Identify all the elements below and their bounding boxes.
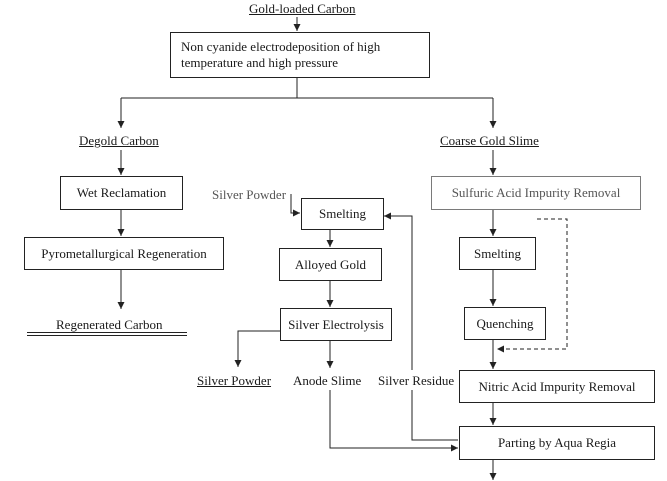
sulfuric-acid-removal-box: Sulfuric Acid Impurity Removal (431, 176, 641, 210)
sulfuric-acid-removal-text: Sulfuric Acid Impurity Removal (451, 185, 621, 200)
edge-parting-to-silver-residue (411, 390, 458, 441)
regenerated-carbon-underline-1 (27, 332, 187, 333)
coarse-gold-slime-label: Coarse Gold Slime (440, 133, 539, 148)
silver-electrolysis-text: Silver Electrolysis (288, 316, 384, 332)
silver-powder-output-label: Silver Powder (197, 373, 272, 388)
regenerated-carbon-label: Regenerated Carbon (56, 317, 163, 332)
wet-reclamation-box: Wet Reclamation (60, 176, 183, 210)
electrodeposition-text: Non cyanide electrodeposition of high te… (181, 39, 381, 70)
anode-slime-label: Anode Slime (293, 373, 362, 388)
edge-sulfuric-bypass-dashed (497, 218, 568, 353)
alloyed-gold-box: Alloyed Gold (279, 248, 382, 281)
parting-aqua-regia-box: Parting by Aqua Regia (459, 426, 655, 460)
smelting-right-text: Smelting (474, 245, 521, 261)
edge-silver-residue-to-smelting (384, 212, 413, 370)
nitric-acid-removal-box: Nitric Acid Impurity Removal (459, 370, 655, 403)
silver-powder-input-label: Silver Powder (212, 187, 287, 202)
silver-residue-label: Silver Residue (378, 373, 455, 388)
electrodeposition-box: Non cyanide electrodeposition of high te… (170, 32, 430, 78)
regenerated-carbon-underline-2 (27, 335, 187, 336)
gold-loaded-carbon-label: Gold-loaded Carbon (249, 1, 356, 16)
edge-electrolysis-to-silver-powder (234, 330, 280, 367)
quenching-text: Quenching (476, 315, 534, 331)
silver-electrolysis-box: Silver Electrolysis (280, 308, 392, 341)
parting-aqua-regia-text: Parting by Aqua Regia (497, 435, 617, 450)
alloyed-gold-text: Alloyed Gold (294, 256, 367, 272)
edge-anode-slime-to-parting (329, 390, 458, 452)
smelting-center-text: Smelting (319, 206, 366, 221)
degold-carbon-label: Degold Carbon (79, 133, 159, 148)
pyrometallurgical-regeneration-box: Pyrometallurgical Regeneration (24, 237, 224, 270)
edge-silver-powder-to-smelting (290, 194, 300, 217)
smelting-right-box: Smelting (459, 237, 536, 270)
pyrometallurgical-regeneration-text: Pyrometallurgical Regeneration (41, 245, 207, 261)
smelting-center-box: Smelting (301, 198, 384, 230)
wet-reclamation-text: Wet Reclamation (76, 185, 167, 200)
nitric-acid-removal-text: Nitric Acid Impurity Removal (478, 378, 636, 394)
quenching-box: Quenching (464, 307, 546, 340)
